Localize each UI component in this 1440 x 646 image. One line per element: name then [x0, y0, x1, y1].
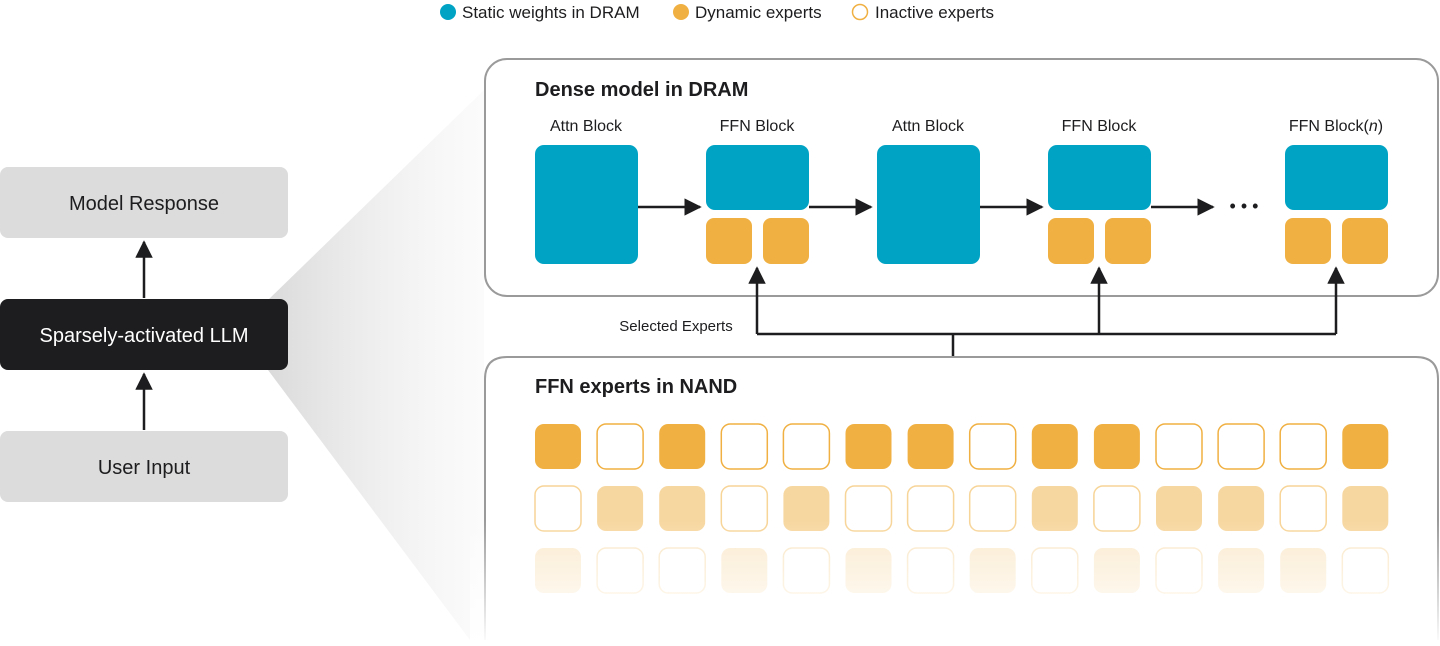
legend-inactive-swatch [851, 3, 869, 21]
ffn-expert-2-b [763, 218, 809, 264]
nand-expert-r1-c2 [596, 423, 644, 470]
projection-fan [268, 90, 484, 640]
ffn-expert-5-a [1285, 218, 1331, 264]
legend-dynamic-label: Dynamic experts [695, 3, 822, 22]
nand-expert-r1-c3 [659, 424, 706, 469]
user-input-box [0, 431, 288, 502]
legend-static-label: Static weights in DRAM [462, 3, 640, 22]
nand-expert-r1-c7 [907, 424, 954, 469]
nand-expert-r1-c14 [1342, 424, 1389, 469]
dense-blocks: Attn Block FFN Block Attn Block FFN Block FF… [535, 118, 1388, 264]
nand-expert-r2-c12 [1218, 486, 1265, 531]
dense-panel-title: Dense model in DRAM [535, 79, 748, 101]
ellipsis: • • • [1230, 196, 1259, 216]
block-label-4: FFN Block [1062, 118, 1138, 135]
pipeline: Model Response Sparsely-activated LLM Us… [0, 167, 288, 502]
legend-static-swatch [440, 4, 456, 20]
block-label-5: FFN Block(n) [1289, 118, 1383, 135]
nand-expert-r1-c9 [1031, 424, 1078, 469]
nand-expert-r2-c14 [1342, 486, 1389, 531]
nand-expert-r1-c8 [968, 423, 1017, 470]
nand-expert-r2-c3 [659, 486, 706, 531]
ffn-block-2 [706, 145, 809, 210]
nand-expert-r1-c1 [535, 424, 581, 469]
nand-panel: FFN experts in NAND [470, 356, 1440, 646]
nand-expert-r1-c12 [1217, 423, 1265, 470]
block-label-2: FFN Block [720, 118, 796, 135]
nand-expert-r1-c5 [782, 423, 831, 470]
nand-expert-r1-c11 [1155, 423, 1203, 470]
ffn-expert-5-b [1342, 218, 1388, 264]
nand-expert-r1-c10 [1093, 424, 1140, 469]
ffn-block-5 [1285, 145, 1388, 210]
block-suffix: n [1369, 118, 1378, 135]
user-input-label: User Input [98, 457, 191, 479]
llm-label: Sparsely-activated LLM [40, 325, 249, 347]
attn-block-1 [535, 145, 638, 264]
nand-expert-r1-c6 [845, 424, 892, 469]
legend-inactive-label: Inactive experts [875, 3, 994, 22]
legend-dynamic-swatch [673, 4, 689, 20]
block-label-1: Attn Block [550, 118, 623, 135]
ffn-expert-2-a [706, 218, 752, 264]
nand-expert-r2-c11 [1156, 486, 1202, 531]
llm-box [0, 299, 288, 370]
ffn-block-4 [1048, 145, 1151, 210]
ffn-expert-4-a [1048, 218, 1094, 264]
legend: Static weights in DRAM Dynamic experts I… [440, 3, 994, 22]
selected-experts-connectors: Selected Experts [619, 266, 1345, 356]
nand-expert-r1-c4 [720, 423, 769, 470]
nand-panel-title: FFN experts in NAND [535, 376, 737, 398]
selected-experts-label: Selected Experts [619, 318, 732, 335]
block-label-3: Attn Block [892, 118, 965, 135]
model-response-box [0, 167, 288, 238]
nand-expert-r1-c13 [1279, 423, 1327, 470]
model-response-label: Model Response [69, 193, 219, 215]
ffn-expert-4-b [1105, 218, 1151, 264]
nand-fade [470, 520, 1440, 646]
nand-expert-r2-c9 [1031, 486, 1078, 531]
nand-expert-r2-c2 [597, 486, 644, 531]
attn-block-3 [877, 145, 980, 264]
nand-expert-r2-c5 [783, 486, 830, 531]
